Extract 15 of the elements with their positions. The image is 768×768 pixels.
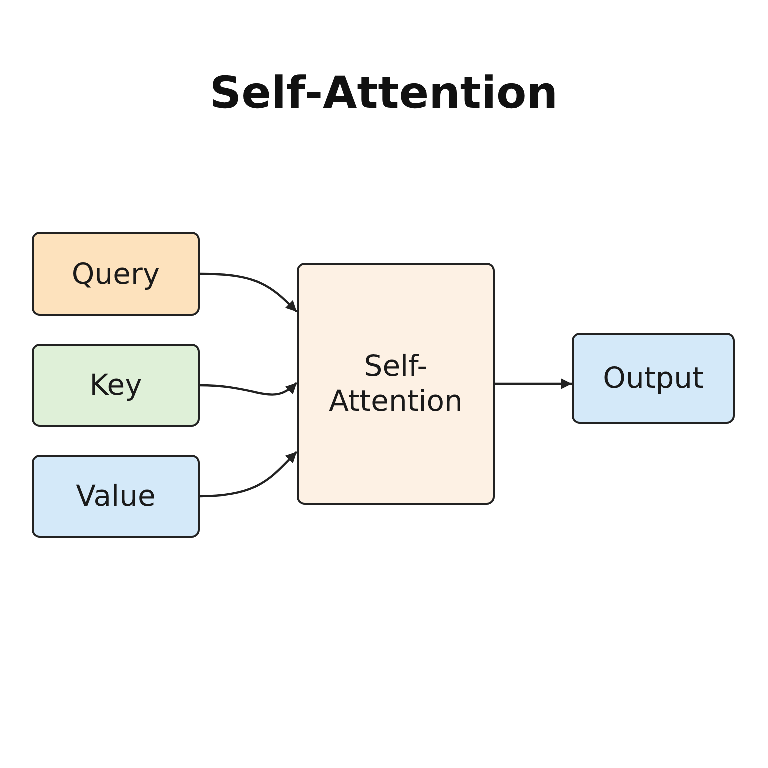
arrow bbox=[200, 451, 298, 498]
box-label: Output bbox=[603, 361, 704, 396]
process-box bbox=[297, 263, 495, 505]
box-label: Value bbox=[76, 479, 156, 514]
diagram-title: Self-Attention bbox=[208, 68, 560, 119]
process-box bbox=[32, 455, 200, 538]
arrow bbox=[200, 272, 298, 313]
arrow bbox=[495, 378, 572, 390]
process-box bbox=[32, 344, 200, 427]
arrow bbox=[200, 382, 298, 396]
box-label: Query bbox=[72, 256, 160, 292]
process-box bbox=[572, 333, 735, 424]
process-box bbox=[32, 232, 200, 316]
box-label: Self- Attention bbox=[328, 349, 464, 419]
box-label: Key bbox=[90, 368, 142, 403]
